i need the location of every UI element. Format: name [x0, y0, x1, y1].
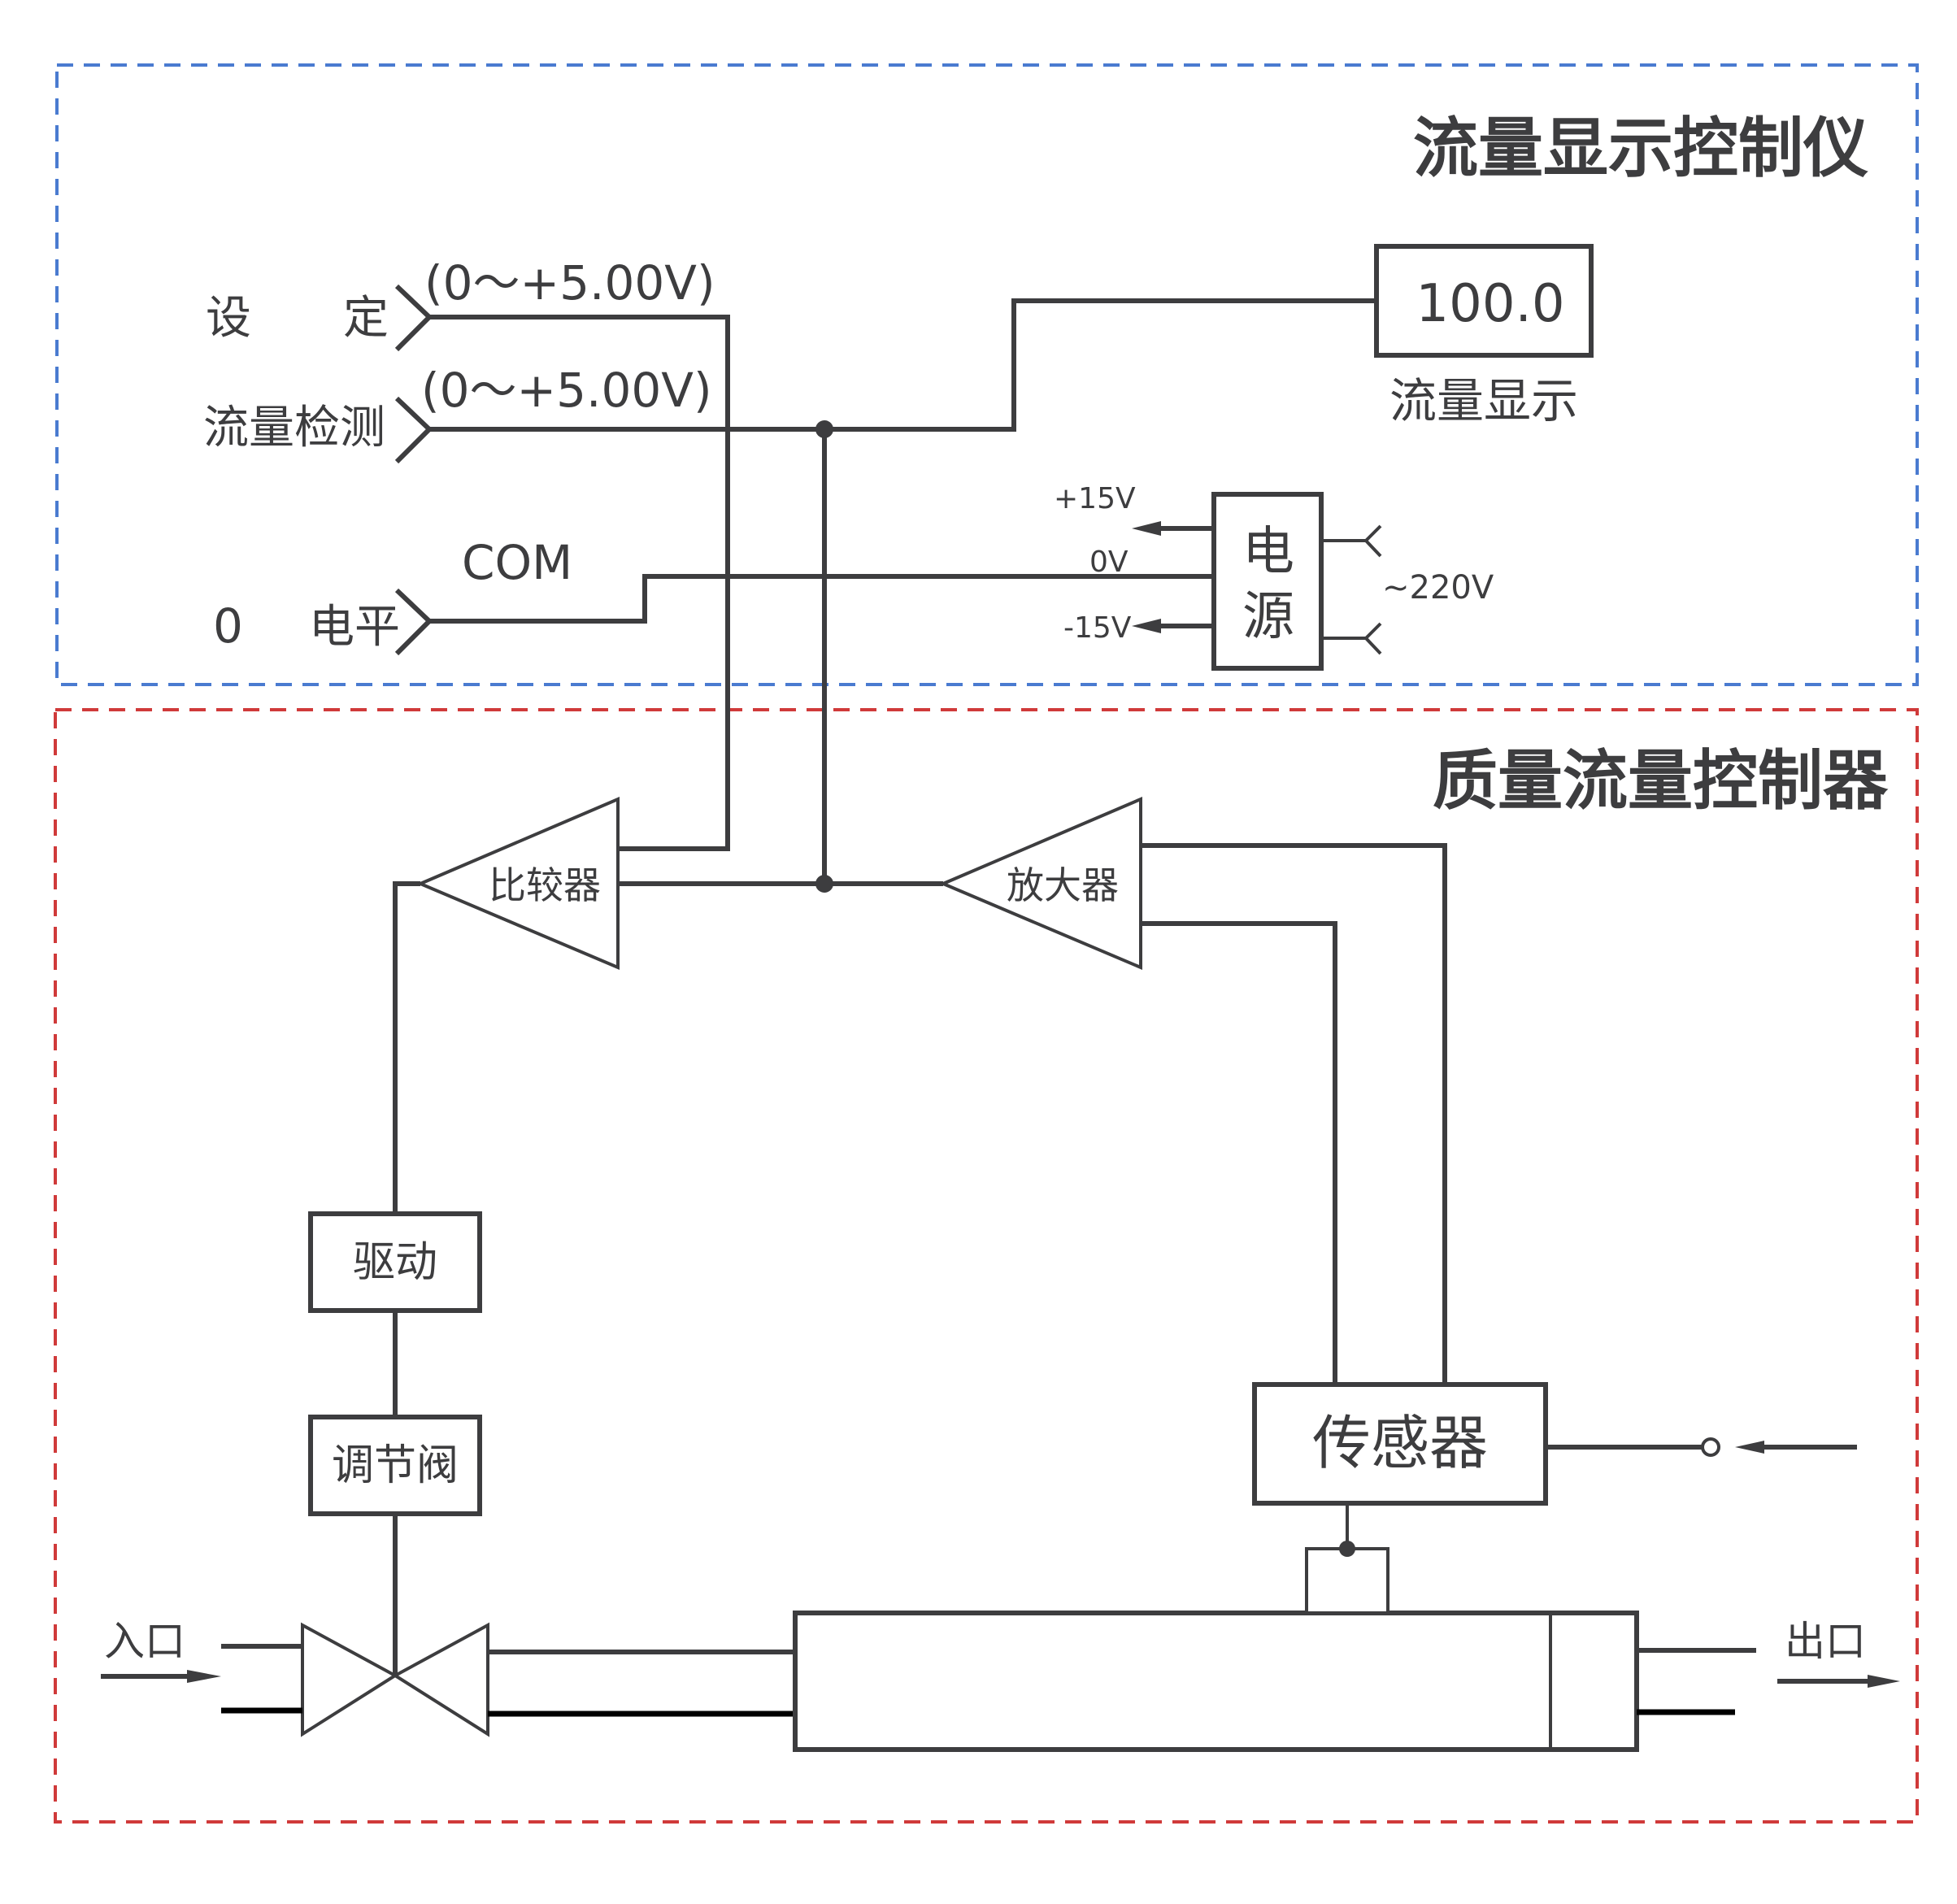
com-connector-icon: [394, 588, 433, 656]
junction-dot: [815, 420, 833, 438]
driver-label: 驱动: [353, 1238, 437, 1287]
flow-detect-label: 流量检测: [203, 402, 385, 454]
com-label: 电平: [309, 601, 400, 654]
sensor-label: 传感器: [1312, 1409, 1488, 1477]
comparator-label: 比较器: [489, 863, 601, 907]
mass-flow-controller-region: [54, 708, 1919, 1824]
flow-display-label: 流量显示: [1389, 373, 1578, 428]
power-supply-label-2: 源: [1242, 587, 1294, 647]
setpoint-range: (0～+5.00V): [424, 255, 715, 311]
power-supply-label-1: 电: [1242, 522, 1294, 582]
plus15-arrow-icon: [1132, 521, 1161, 536]
sensor: 传感器: [1252, 1382, 1857, 1557]
ac-plug-icon-1: [1363, 524, 1382, 558]
power-supply-box: [1211, 492, 1324, 671]
flow-detect-input: 流量检测 (0～+5.00V): [203, 298, 1376, 881]
setpoint-label-left: 设: [206, 292, 251, 345]
outlet: 出口: [1637, 1618, 1900, 1715]
flow-detect-wire: [429, 298, 1376, 432]
com-wire: [429, 574, 1214, 624]
comparator: 比较器: [415, 796, 620, 971]
minus15-arrow-icon: [1132, 619, 1161, 633]
terminal-circle-icon: [1701, 1437, 1720, 1457]
amplifier-label: 放大器: [1007, 863, 1119, 907]
outlet-arrow-icon: [1868, 1675, 1900, 1688]
power-supply: 电 源 +15V 0V -15V ~220V: [1054, 482, 1494, 671]
valve-left-triangle: [301, 1622, 398, 1737]
outlet-label: 出口: [1785, 1618, 1866, 1665]
control-valve-label: 调节阀: [332, 1441, 459, 1490]
flow-display: 100.0 流量显示: [1374, 244, 1594, 428]
minus15-label: -15V: [1063, 611, 1132, 645]
display-instrument-title: 流量显示控制仪: [1413, 111, 1868, 186]
amplifier: 放大器: [938, 796, 1142, 971]
flow-display-box: [1374, 244, 1594, 358]
setpoint-wire: [429, 315, 730, 851]
display-instrument-region: [55, 63, 1919, 686]
setpoint-input: 设 定 (0～+5.00V): [206, 255, 730, 851]
sensor-box: [1252, 1382, 1548, 1506]
com-label-zero: 0: [213, 598, 243, 654]
flow-detect-range: (0～+5.00V): [421, 363, 712, 418]
valve-right-triangle: [392, 1622, 489, 1737]
valve-symbol-icon: [301, 1622, 489, 1737]
sensor-wire-1: [1141, 843, 1447, 1385]
zero-volt-label: 0V: [1089, 546, 1129, 579]
mass-flow-controller-title: 质量流量控制器: [1433, 743, 1889, 819]
inlet-arrow-icon: [187, 1670, 221, 1683]
plus15-label: +15V: [1054, 482, 1136, 515]
amplifier-triangle: [938, 796, 1142, 971]
ac-plug-icon-2: [1363, 622, 1382, 655]
com-name: COM: [462, 535, 572, 590]
setpoint-label-right: 定: [343, 292, 389, 345]
inlet-label: 入口: [104, 1618, 185, 1665]
sensor-wire-2: [1141, 921, 1337, 1385]
ac-input-label: ~220V: [1382, 569, 1494, 606]
inlet: 入口: [101, 1618, 302, 1714]
flow-display-value: 100.0: [1416, 274, 1564, 334]
junction-dot: [815, 875, 833, 893]
external-arrow-icon: [1735, 1441, 1764, 1454]
flow-body-tube: [793, 1611, 1639, 1752]
flow-body: [793, 1547, 1639, 1752]
com-input: 0 电平 COM: [213, 535, 1214, 656]
comparator-to-driver-wire: [393, 881, 420, 1214]
driver-box: [308, 1211, 482, 1313]
control-valve: 调节阀: [308, 1415, 482, 1516]
driver: 驱动: [308, 1211, 482, 1313]
sensor-port: [1305, 1547, 1389, 1615]
junction-dot: [1339, 1541, 1355, 1557]
